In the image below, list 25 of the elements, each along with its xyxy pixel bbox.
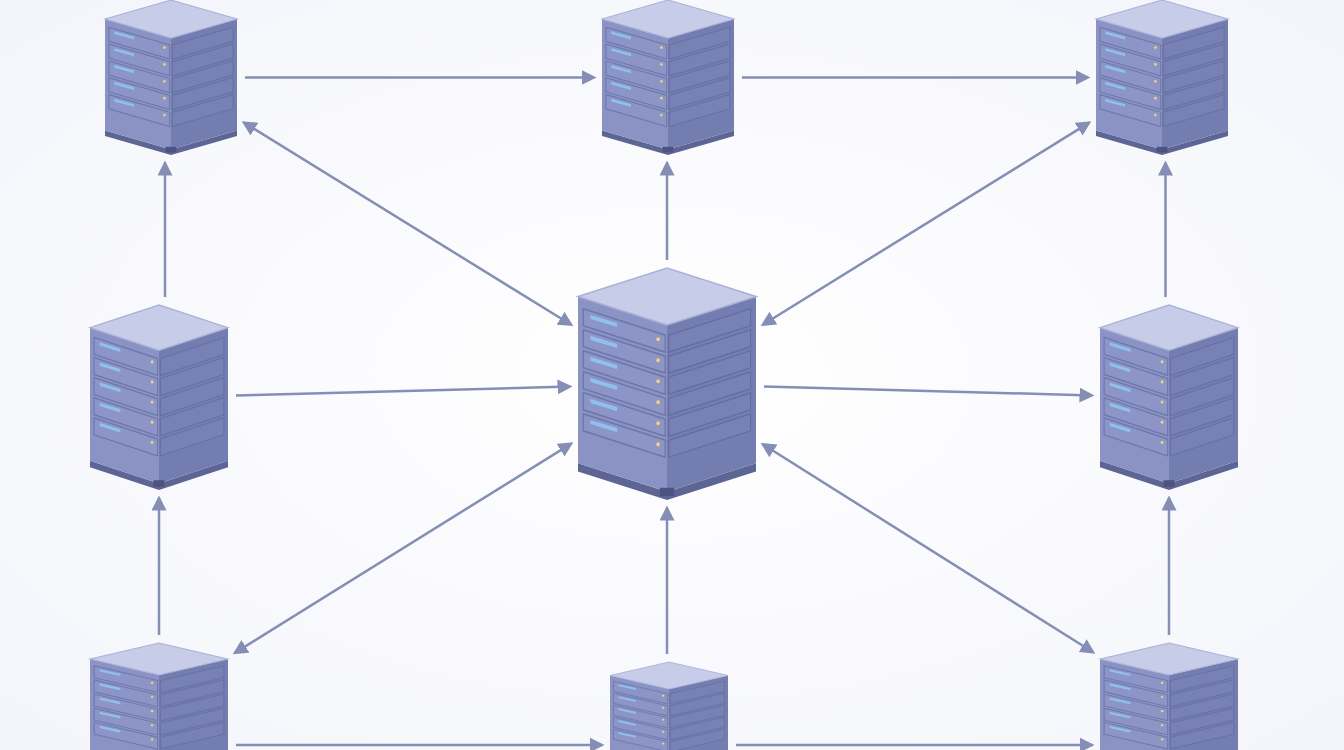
arrow xyxy=(241,121,574,327)
arrow xyxy=(232,442,574,655)
arrow xyxy=(157,160,173,297)
server-drawing xyxy=(1096,0,1228,155)
arrow xyxy=(659,160,675,260)
arrow xyxy=(760,442,1096,654)
arrow xyxy=(236,737,605,750)
server-drawing xyxy=(1100,643,1238,750)
arrow xyxy=(245,70,597,85)
arrow xyxy=(235,379,573,397)
server-drawing xyxy=(105,0,237,155)
server-drawing xyxy=(1100,305,1238,490)
arrow xyxy=(1161,495,1177,635)
arrow xyxy=(763,385,1095,403)
server-drawing xyxy=(610,662,728,750)
arrow xyxy=(151,495,167,635)
server-drawing xyxy=(90,305,228,490)
arrow xyxy=(1158,160,1173,297)
arrow xyxy=(760,121,1092,326)
server-drawing xyxy=(90,643,228,750)
server-drawing xyxy=(602,0,734,155)
arrow xyxy=(736,737,1095,750)
arrow xyxy=(742,70,1091,85)
arrow xyxy=(659,505,675,654)
server-drawing xyxy=(578,268,756,500)
